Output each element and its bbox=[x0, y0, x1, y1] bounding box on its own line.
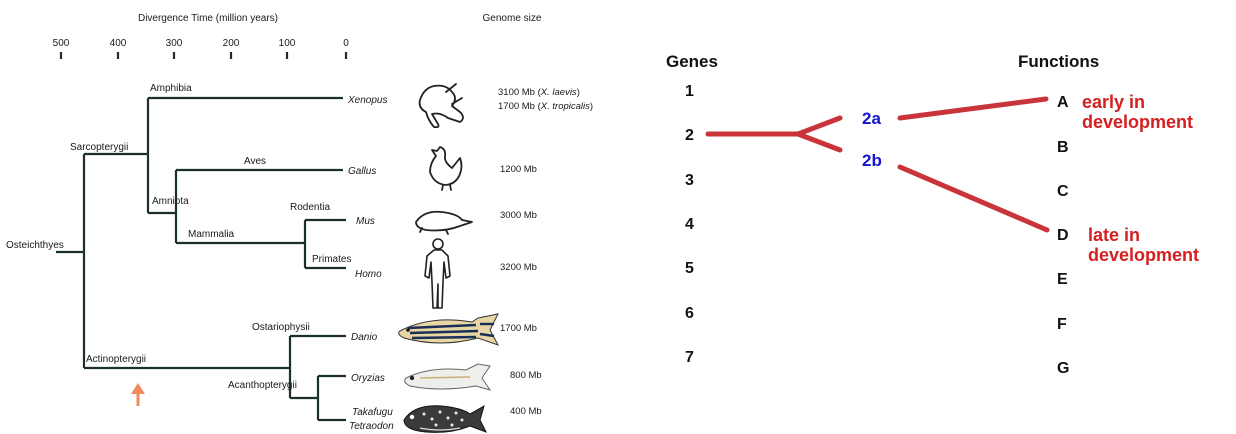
function-label: B bbox=[1057, 139, 1069, 156]
annotation-a-line2: development bbox=[1082, 112, 1193, 132]
clade-label-amphibia: Amphibia bbox=[150, 83, 192, 94]
clade-label-amniota: Amniota bbox=[152, 196, 189, 207]
frog-icon bbox=[420, 84, 463, 127]
tick-label-400: 400 bbox=[110, 38, 127, 49]
gene-list: 1 2 3 4 5 6 7 bbox=[685, 83, 694, 366]
line-2a-to-a bbox=[900, 99, 1046, 118]
genome-size-mus: 3000 Mb bbox=[500, 210, 537, 221]
duplicate-label-2b: 2b bbox=[862, 151, 882, 170]
clade-label-actinopterygii: Actinopterygii bbox=[86, 354, 146, 365]
genome-size-oryzias: 800 Mb bbox=[510, 370, 542, 381]
annotation-d-line1: late in bbox=[1088, 225, 1140, 245]
genome-size-xenopus-laevis: 3100 Mb (X. laevis) bbox=[498, 87, 580, 98]
gene-label: 5 bbox=[685, 260, 694, 277]
line-2b-to-d bbox=[900, 167, 1047, 230]
genes-header: Genes bbox=[666, 52, 718, 71]
annotation-d-line2: development bbox=[1088, 245, 1199, 265]
clade-label-aves: Aves bbox=[244, 156, 266, 167]
taxon-label-gallus: Gallus bbox=[348, 166, 376, 177]
clade-label-mammalia: Mammalia bbox=[188, 229, 235, 240]
gene-label: 6 bbox=[685, 305, 694, 322]
tick-label-500: 500 bbox=[53, 38, 70, 49]
function-label: D bbox=[1057, 227, 1069, 244]
function-list: A B C D E F G bbox=[1057, 94, 1069, 377]
zebrafish-icon bbox=[399, 314, 498, 345]
genome-size-takafugu: 400 Mb bbox=[510, 406, 542, 417]
gene-function-diagram: Genes Functions 1 2 3 4 5 6 7 A B C D E … bbox=[666, 52, 1199, 377]
function-label: F bbox=[1057, 316, 1067, 333]
chicken-icon bbox=[430, 147, 462, 190]
tick-label-0: 0 bbox=[343, 38, 349, 49]
axis-title: Divergence Time (million years) bbox=[138, 13, 278, 24]
tick-label-300: 300 bbox=[166, 38, 183, 49]
gene-label: 7 bbox=[685, 349, 694, 366]
annotation-a-line1: early in bbox=[1082, 92, 1145, 112]
function-label: E bbox=[1057, 271, 1068, 288]
clade-label-sarcopterygii: Sarcopterygii bbox=[70, 142, 128, 153]
taxon-label-tetraodon: Tetraodon bbox=[349, 421, 394, 432]
genome-size-danio: 1700 Mb bbox=[500, 323, 537, 334]
gene-label: 1 bbox=[685, 83, 694, 100]
taxon-label-homo: Homo bbox=[355, 269, 382, 280]
clade-label-acanthopterygii: Acanthopterygii bbox=[228, 380, 297, 391]
functions-header: Functions bbox=[1018, 52, 1099, 71]
phylogenetic-tree: Divergence Time (million years) Genome s… bbox=[6, 13, 593, 432]
medaka-icon bbox=[405, 364, 490, 390]
pufferfish-icon bbox=[404, 406, 486, 433]
taxon-label-danio: Danio bbox=[351, 332, 378, 343]
mouse-icon bbox=[416, 212, 472, 234]
clade-label-rodentia: Rodentia bbox=[290, 202, 330, 213]
taxon-label-mus: Mus bbox=[356, 216, 375, 227]
taxon-label-xenopus: Xenopus bbox=[347, 95, 387, 106]
genome-size-gallus: 1200 Mb bbox=[500, 164, 537, 175]
genome-size-xenopus-tropicalis: 1700 Mb (X. tropicalis) bbox=[498, 101, 593, 112]
time-axis: 500 400 300 200 100 0 bbox=[53, 38, 350, 59]
gene-label: 2 bbox=[685, 127, 694, 144]
clade-label-ostariophysii: Ostariophysii bbox=[252, 322, 310, 333]
tick-label-200: 200 bbox=[223, 38, 240, 49]
taxon-label-oryzias: Oryzias bbox=[351, 373, 385, 384]
human-icon bbox=[425, 239, 450, 308]
gene-label: 4 bbox=[685, 216, 694, 233]
line-to-2a bbox=[798, 118, 840, 134]
clade-label-osteichthyes: Osteichthyes bbox=[6, 240, 64, 251]
function-label: A bbox=[1057, 94, 1069, 111]
genome-size-homo: 3200 Mb bbox=[500, 262, 537, 273]
clade-label-primates: Primates bbox=[312, 254, 351, 265]
up-arrow-icon bbox=[131, 383, 145, 406]
function-label: G bbox=[1057, 360, 1069, 377]
duplicate-label-2a: 2a bbox=[862, 109, 881, 128]
genome-size-header: Genome size bbox=[483, 13, 542, 24]
tick-label-100: 100 bbox=[279, 38, 296, 49]
gene-label: 3 bbox=[685, 172, 694, 189]
taxon-label-takafugu: Takafugu bbox=[352, 407, 393, 418]
line-to-2b bbox=[798, 134, 840, 150]
function-label: C bbox=[1057, 183, 1069, 200]
